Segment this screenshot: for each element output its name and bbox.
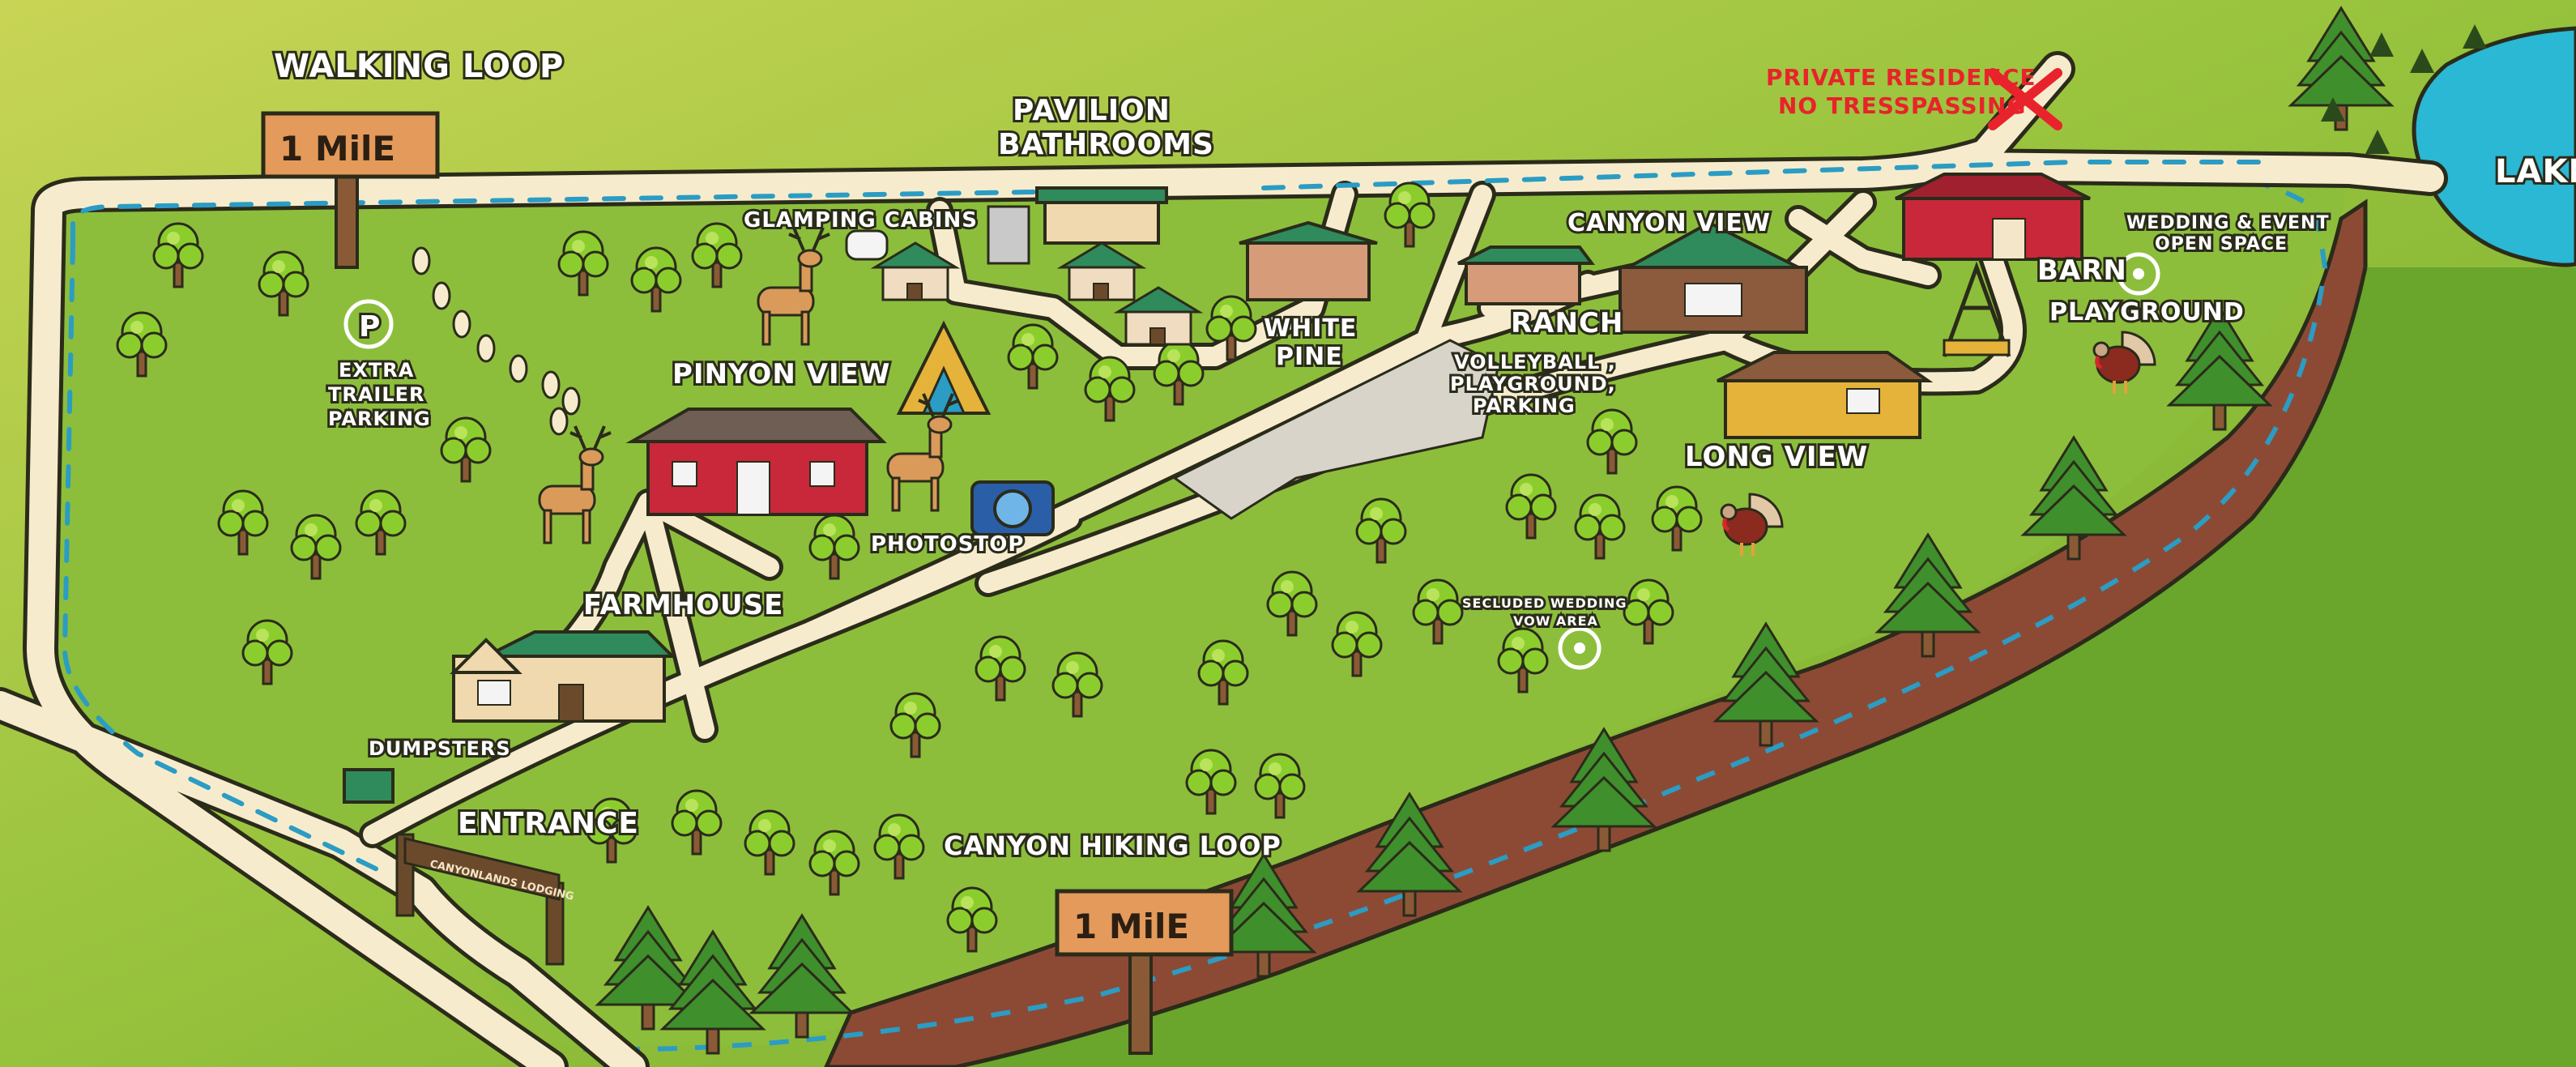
pinyon-view-label: PINYON VIEW (672, 358, 890, 391)
vow-area-target-icon (1558, 626, 1601, 670)
ranch-label: RANCH (1511, 307, 1623, 339)
lake-label: LAKE (2495, 153, 2576, 190)
ranch-building (1457, 245, 1595, 305)
white-pine-building (1239, 220, 1378, 301)
pinyon-view-building (625, 408, 887, 516)
wedding-event-label: WEDDING & EVENT (2126, 213, 2329, 233)
barn-label: BARN (2037, 254, 2127, 287)
camera-icon (970, 480, 1055, 536)
playground (1942, 261, 2011, 357)
hiking-loop-sign: 1 MilE (1055, 889, 1234, 1055)
long-view-label: LONG VIEW (1685, 441, 1868, 473)
playground-label: PLAYGROUND (2049, 298, 2245, 327)
walking-loop-sign-text: 1 MilE (279, 129, 395, 169)
open-space-label: OPEN SPACE (2155, 234, 2288, 254)
walking-loop-label: WALKING LOOP (274, 48, 564, 85)
long-view-building (1717, 351, 1934, 439)
dumpsters-label: DUMPSTERS (369, 737, 511, 760)
entrance-label: ENTRANCE (458, 807, 639, 840)
playground-area-label: PLAYGROUND, (1450, 373, 1616, 395)
parking-area-label: PARKING (1473, 395, 1576, 417)
white-label: WHITE (1264, 314, 1357, 343)
canyon-view-building (1619, 220, 1808, 334)
canyon-view-label: CANYON VIEW (1567, 209, 1771, 237)
private-residence-label: PRIVATE RESIDENCE (1766, 64, 2036, 91)
canyon-hiking-loop-label: CANYON HIKING LOOP (944, 830, 1282, 861)
no-trespassing-label: NO TRESSPASSING (1778, 92, 2026, 119)
farmhouse-building (450, 630, 676, 723)
wedding-target-icon (2117, 252, 2160, 296)
farmhouse-label: FARMHOUSE (583, 589, 783, 621)
trailer-label: TRAILER (328, 383, 425, 406)
pavilion-label: PAVILION (1013, 94, 1171, 127)
no-entry-x-icon (1988, 68, 2062, 130)
walking-loop-sign: 1 MilE (261, 111, 440, 269)
photostop-label: PHOTOSTOP (871, 532, 1024, 557)
trailer-parking-label: PARKING (328, 408, 431, 430)
hiking-loop-sign-text: 1 MilE (1073, 907, 1189, 946)
parking-icon (343, 299, 394, 349)
extra-label: EXTRA (339, 359, 414, 382)
glamping-cabins (845, 229, 1201, 415)
secluded-wedding-label: SECLUDED WEDDING (1462, 595, 1627, 611)
barn-building (1895, 173, 2091, 261)
pine-label: PINE (1276, 343, 1343, 371)
bathrooms-label: BATHROOMS (998, 128, 1214, 161)
dumpster-icon (343, 768, 395, 804)
glamping-cabins-label: GLAMPING CABINS (744, 208, 978, 233)
vow-area-label: VOW AREA (1513, 613, 1598, 629)
volleyball-label: VOLLEYBALL , (1454, 351, 1616, 373)
parking-symbol: P (359, 310, 381, 344)
pavilion-bathrooms (987, 186, 1168, 265)
